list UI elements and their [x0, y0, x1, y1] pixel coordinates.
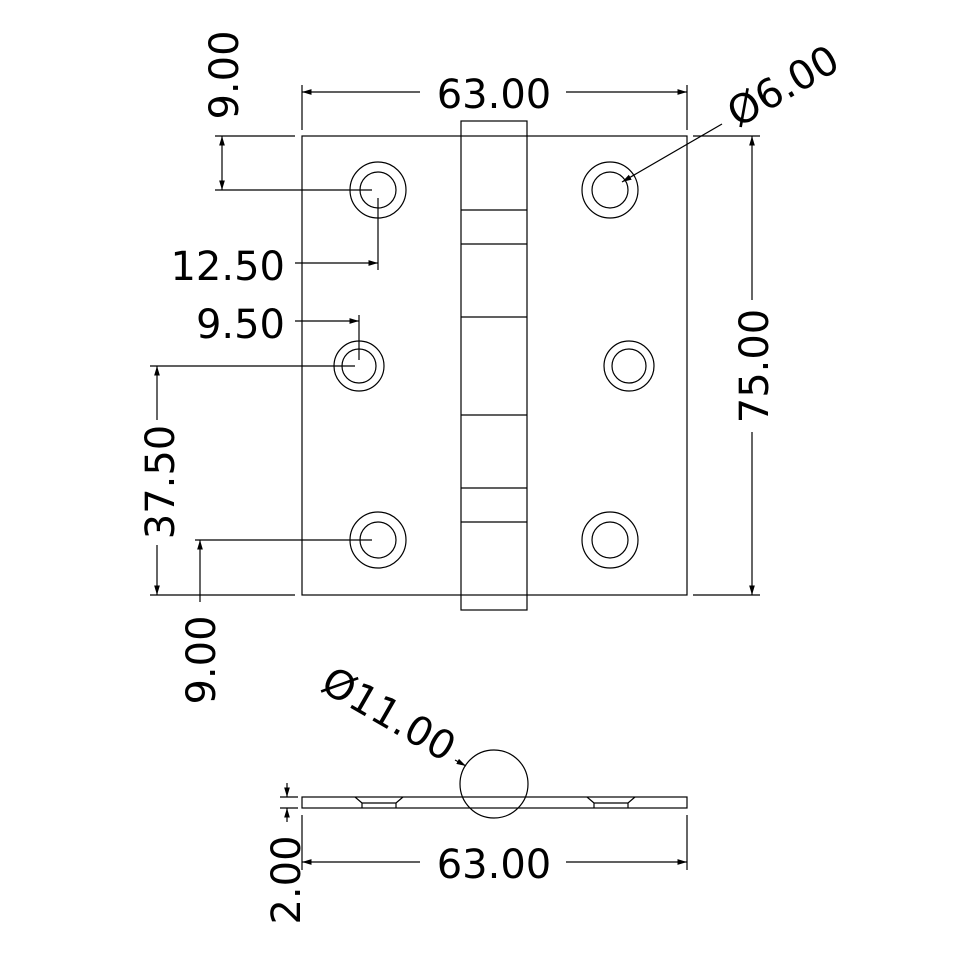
hinge-front-view: [301, 120, 688, 611]
screw-holes: [333, 161, 655, 569]
dim-text: 9.50: [196, 302, 285, 348]
dim-height: 75.00: [693, 135, 778, 596]
dim-text: 12.50: [170, 244, 285, 290]
hinge-plate: [301, 135, 688, 596]
dim-middle-hole-height: 37.50: [135, 365, 355, 596]
dim-text: 9.00: [202, 30, 248, 119]
knuckle-segments: [461, 209, 527, 523]
dim-text: 9.00: [179, 615, 225, 704]
dim-text: 63.00: [437, 72, 552, 118]
dim-text: 75.00: [732, 309, 778, 424]
dim-bottom-hole-offset: 9.00: [179, 539, 372, 705]
hinge-knuckle: [460, 120, 528, 611]
dim-hole-x-outer: 12.50: [170, 198, 379, 290]
dim-thickness: 2.00: [264, 783, 310, 925]
dim-text: Ø11.00: [314, 658, 463, 771]
dim-text: 37.50: [138, 425, 184, 540]
dim-bottom-width: 63.00: [301, 815, 688, 888]
knuckle-circle: [459, 749, 529, 819]
dim-text: 2.00: [264, 835, 310, 924]
hinge-side-view: [301, 749, 688, 819]
dim-hole-diameter: Ø6.00: [621, 37, 847, 183]
dim-text: 63.00: [437, 842, 552, 888]
dim-top-width: 63.00: [301, 72, 688, 130]
dim-top-hole-offset: 9.00: [202, 30, 372, 191]
dim-text: Ø6.00: [720, 37, 847, 137]
dim-hole-x-middle: 9.50: [196, 302, 360, 360]
dim-knuckle-diameter: Ø11.00: [314, 658, 467, 771]
countersinks: [354, 796, 636, 808]
